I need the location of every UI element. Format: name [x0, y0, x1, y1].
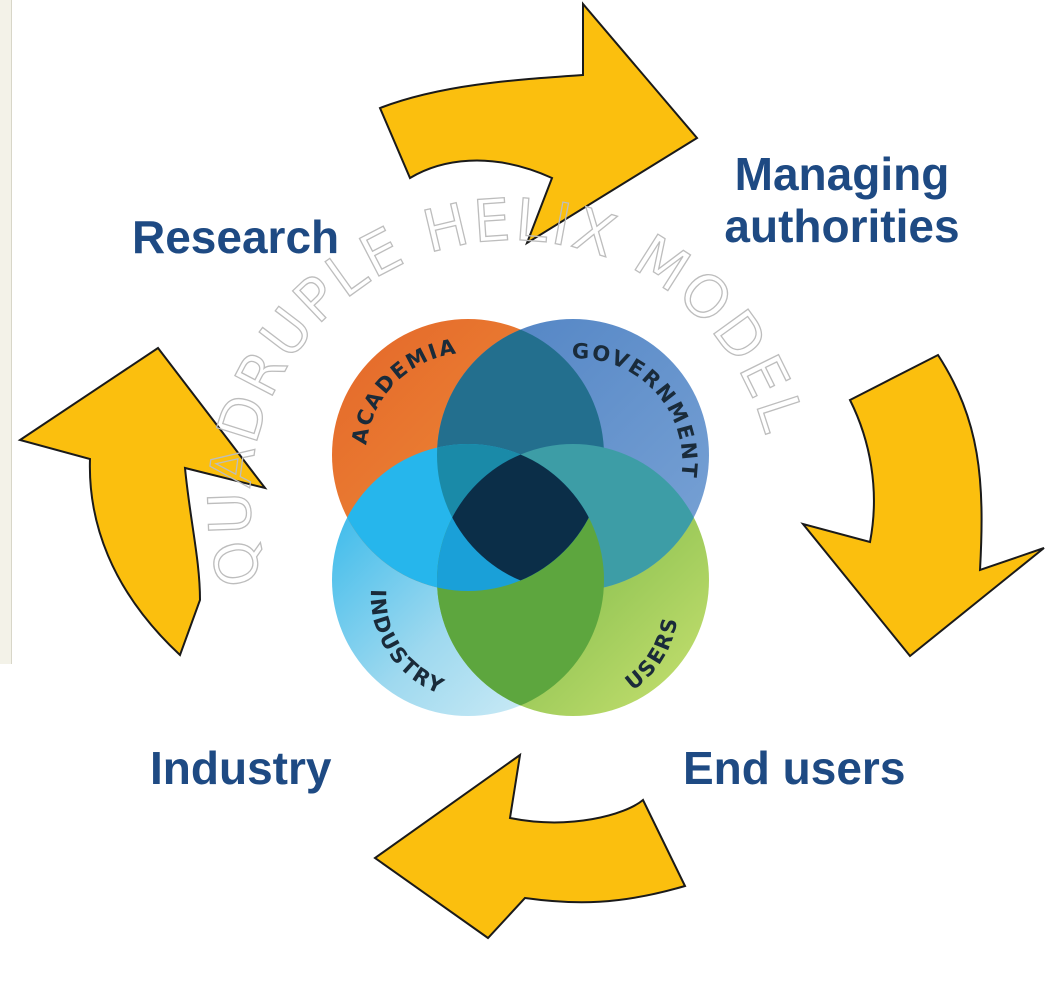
label-managing-authorities: Managing authorities — [704, 148, 980, 252]
label-research: Research — [132, 211, 340, 263]
label-managing-line1: Managing — [734, 148, 950, 200]
cycle-arrow-bottom — [373, 752, 687, 940]
cycle-arrow-top — [378, 1, 699, 246]
label-industry: Industry — [150, 742, 332, 794]
cycle-arrow-left — [17, 346, 268, 657]
label-end-users: End users — [683, 742, 906, 794]
helix-circles — [332, 319, 709, 716]
left-edge-artifact — [0, 0, 12, 664]
label-managing-line2: authorities — [724, 200, 960, 252]
cycle-arrow-right — [800, 353, 1045, 658]
